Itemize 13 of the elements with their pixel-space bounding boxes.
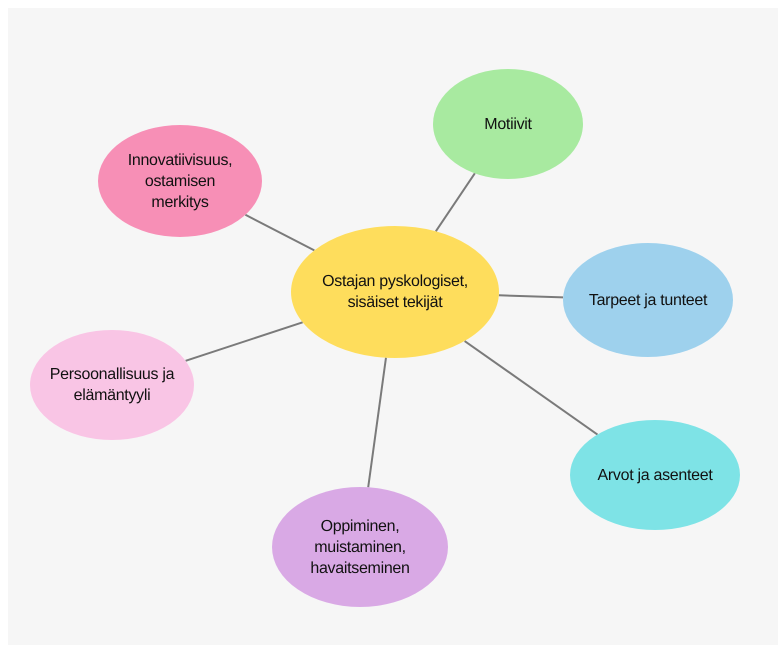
connector-line: [498, 294, 564, 298]
node-label: Oppiminen, muistaminen, havaitseminen: [309, 516, 411, 578]
connector-line: [464, 340, 598, 436]
connector-line: [185, 321, 303, 362]
node-label: Tarpeet ja tunteet: [588, 290, 708, 310]
connector-line: [367, 358, 387, 488]
node-label: Motiivit: [483, 114, 533, 134]
connector-line: [244, 214, 315, 252]
node-label: Innovatiivisuus, ostamisen merkitys: [126, 150, 234, 212]
node-label: Ostajan pyskologiset, sisäiset tekijät: [321, 272, 469, 313]
node-label: Arvot ja asenteet: [596, 466, 714, 486]
connector-line: [435, 172, 476, 232]
node-label: Persoonallisuus ja elämäntyyli: [48, 365, 176, 406]
